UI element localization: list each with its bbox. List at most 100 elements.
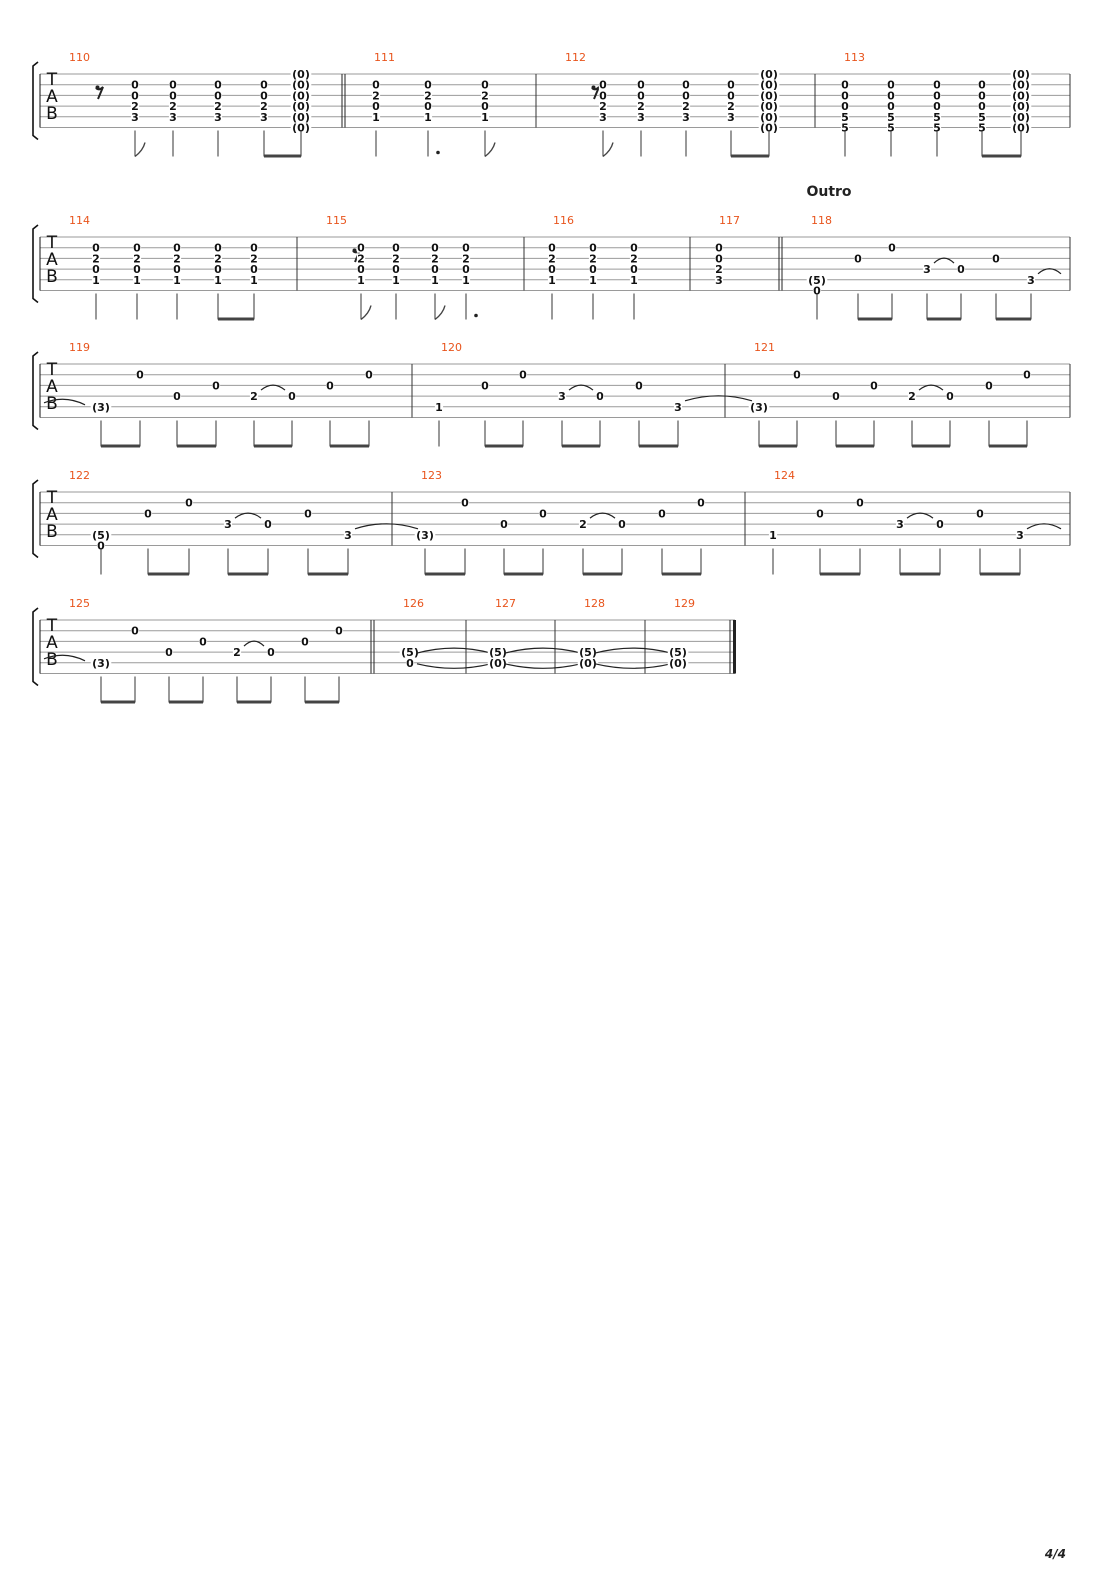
fret-bg xyxy=(499,519,509,530)
fret-number: 1 xyxy=(548,274,556,287)
fret-number: 1 xyxy=(250,274,258,287)
measure-number: 128 xyxy=(584,597,605,610)
tab-clef-letter: T xyxy=(46,70,58,90)
fret-number: (0) xyxy=(292,68,310,81)
fret-number: 2 xyxy=(392,252,400,265)
fret-number: 0 xyxy=(793,369,801,382)
fret-number: 3 xyxy=(558,390,566,403)
fret-bg xyxy=(135,369,145,380)
fret-number: 0 xyxy=(481,79,489,92)
fret-number: 3 xyxy=(1027,274,1035,287)
note-beam xyxy=(731,154,769,158)
fret-number: 2 xyxy=(431,252,439,265)
fret-number: 2 xyxy=(357,252,365,265)
fret-bg xyxy=(414,529,436,540)
measure-number: 117 xyxy=(719,214,740,227)
systems-layer: TAB1100023002300230023(0)(0)(0)(0)(0)(0)… xyxy=(32,51,1071,704)
fret-number: 0 xyxy=(165,646,173,659)
fret-number: 0 xyxy=(992,252,1000,265)
fret-number: 2 xyxy=(214,100,222,113)
fret-number: 1 xyxy=(424,111,432,124)
fret-bg xyxy=(232,647,242,658)
measure-number: 127 xyxy=(495,597,516,610)
fret-number: 0 xyxy=(131,625,139,638)
fret-number: 5 xyxy=(978,111,986,124)
note-beam xyxy=(305,700,339,704)
fret-number: 0 xyxy=(589,263,597,276)
fret-number: 0 xyxy=(264,518,272,531)
fret-bg xyxy=(172,274,182,285)
fret-bg xyxy=(356,242,366,253)
system-bracket xyxy=(32,479,39,559)
fret-bg xyxy=(96,540,106,551)
fret-number: 0 xyxy=(637,79,645,92)
fret-number: 0 xyxy=(936,518,944,531)
fret-bg xyxy=(714,264,724,275)
tie-arc xyxy=(918,384,944,391)
fret-number: 1 xyxy=(357,274,365,287)
note-beam xyxy=(237,700,271,704)
note-beam xyxy=(912,444,950,448)
fret-bg xyxy=(461,274,471,285)
fret-bg xyxy=(617,519,627,530)
fret-bg xyxy=(399,647,421,658)
fret-number: 2 xyxy=(548,252,556,265)
fret-bg xyxy=(90,529,112,540)
fret-bg xyxy=(405,657,415,668)
fret-bg xyxy=(371,90,381,101)
fret-bg xyxy=(168,90,178,101)
fret-bg xyxy=(886,79,896,90)
tab-clef-letter: T xyxy=(46,616,58,636)
fret-bg xyxy=(130,111,140,122)
fret-bg xyxy=(1010,122,1032,133)
fret-number: 0 xyxy=(92,263,100,276)
fret-bg xyxy=(518,369,528,380)
fret-bg xyxy=(130,90,140,101)
fret-bg xyxy=(213,253,223,264)
fret-number: 0 xyxy=(392,242,400,255)
tie-arc xyxy=(906,512,934,519)
fret-number: 0 xyxy=(392,263,400,276)
fret-number: 0 xyxy=(637,89,645,102)
fret-bg xyxy=(629,253,639,264)
fret-bg xyxy=(430,242,440,253)
fret-bg xyxy=(391,253,401,264)
fret-number: (0) xyxy=(760,79,778,92)
tab-clef-letter: B xyxy=(46,104,58,124)
fret-number: (5) xyxy=(489,646,507,659)
fret-number: 0 xyxy=(250,242,258,255)
note-beam xyxy=(836,444,874,448)
note-beam xyxy=(504,572,543,576)
fret-number: (5) xyxy=(92,529,110,542)
fret-number: 5 xyxy=(887,111,895,124)
fret-bg xyxy=(714,242,724,253)
fret-bg xyxy=(211,380,221,391)
fret-number: 0 xyxy=(519,369,527,382)
fret-bg xyxy=(758,69,780,79)
fret-number: 2 xyxy=(133,252,141,265)
fret-number: 0 xyxy=(431,263,439,276)
fret-number: 0 xyxy=(946,390,954,403)
measure-number: 122 xyxy=(69,469,90,482)
fret-bg xyxy=(538,508,548,519)
fret-bg xyxy=(588,253,598,264)
fret-number: 0 xyxy=(133,263,141,276)
fret-bg xyxy=(815,508,825,519)
fret-number: (0) xyxy=(760,111,778,124)
fret-bg xyxy=(213,264,223,275)
fret-number: 5 xyxy=(841,122,849,135)
measure-number: 129 xyxy=(674,597,695,610)
fret-number: 0 xyxy=(697,497,705,510)
fret-bg xyxy=(423,90,433,101)
eighth-rest-dot xyxy=(591,85,596,90)
note-beam xyxy=(308,572,348,576)
fret-number: 0 xyxy=(888,242,896,255)
fret-number: (0) xyxy=(292,122,310,135)
tab-clef-letter: T xyxy=(46,233,58,253)
fret-number: 0 xyxy=(870,379,878,392)
fret-number: 2 xyxy=(727,100,735,113)
fret-bg xyxy=(547,242,557,253)
fret-number: 0 xyxy=(424,79,432,92)
fret-number: 2 xyxy=(169,100,177,113)
